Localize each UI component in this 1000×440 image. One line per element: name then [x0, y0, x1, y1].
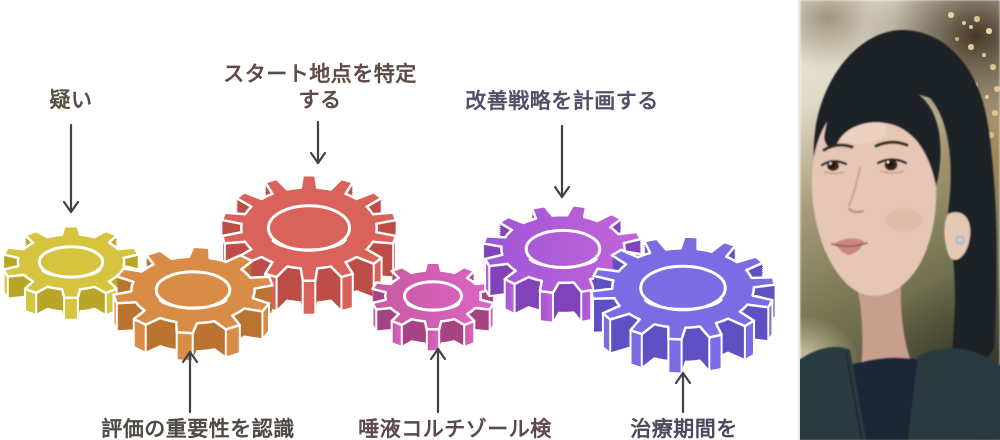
- nose-ridge: [848, 167, 861, 207]
- gear-step-5: [482, 204, 644, 324]
- neck: [856, 280, 916, 374]
- arrow-step-1: [62, 123, 80, 214]
- mouth-line: [831, 242, 868, 248]
- gear-step-3: [112, 245, 274, 363]
- gear-step-4: [371, 261, 495, 353]
- right-eyebrow: [874, 140, 909, 148]
- left-eyebrow: [822, 143, 854, 152]
- portrait-photo-panel: [798, 0, 1000, 440]
- gear-process-diagram: [2, 120, 777, 414]
- earring: [955, 235, 965, 245]
- cheek-shading: [886, 208, 922, 232]
- nostril: [848, 208, 864, 214]
- gear-step-6: [589, 235, 777, 375]
- arrow-step-3: [181, 350, 199, 414]
- right-eye-catchlight: [886, 160, 890, 164]
- hair-fringe: [824, 83, 941, 186]
- ear: [944, 212, 971, 260]
- right-eye-lowerlid: [879, 170, 905, 174]
- arrow-step-2: [309, 120, 327, 165]
- jacket-right: [908, 348, 1000, 440]
- left-eye-lowerlid: [823, 171, 845, 175]
- left-eye-catchlight: [829, 162, 832, 165]
- jacket-left-lapel-line: [845, 351, 863, 440]
- arrow-step-6: [674, 371, 692, 414]
- arrow-step-5: [553, 124, 571, 199]
- hair: [813, 29, 997, 372]
- woman-portrait: [800, 29, 1000, 440]
- right-eye-lash: [876, 158, 908, 165]
- arrow-step-4: [429, 347, 447, 414]
- jacket-left: [800, 346, 866, 440]
